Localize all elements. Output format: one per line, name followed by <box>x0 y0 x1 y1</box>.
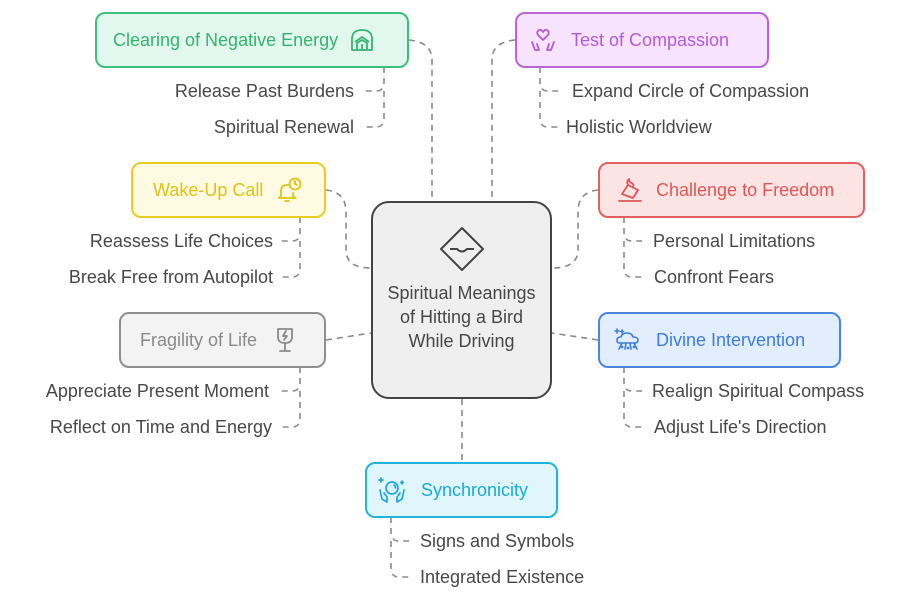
connector-freedom-children <box>623 217 642 278</box>
leaf-break-free-from-autopilot: Break Free from Autopilot <box>68 267 273 287</box>
branch-clearing-of-negative-energy[interactable]: Clearing of Negative Energy <box>95 12 409 68</box>
branch-label: Test of Compassion <box>571 29 730 50</box>
connector-clearing <box>408 39 433 201</box>
central-topic-title: Spiritual Meanings of Hitting a Bird Whi… <box>387 283 536 351</box>
branch-label: Clearing of Negative Energy <box>113 29 339 50</box>
connector-fragility <box>325 332 372 341</box>
branch-label: Challenge to Freedom <box>656 179 835 200</box>
leaf-signs-and-symbols: Signs and Symbols <box>420 531 575 551</box>
branch-label: Divine Intervention <box>656 329 806 350</box>
fragile-glass-icon <box>271 326 299 354</box>
branch-test-of-compassion[interactable]: Test of Compassion <box>515 12 769 68</box>
crystal-ball-hands-icon <box>378 476 406 504</box>
branch-challenge-to-freedom[interactable]: Challenge to Freedom <box>598 162 865 218</box>
connector-wakeup <box>325 189 372 269</box>
connector-divine <box>551 332 599 341</box>
branch-label: Synchronicity <box>421 479 529 500</box>
connector-compassion <box>491 39 516 201</box>
branch-label: Fragility of Life <box>140 329 258 350</box>
branch-wake-up-call[interactable]: Wake-Up Call <box>131 162 326 218</box>
leaf-personal-limitations: Personal Limitations <box>653 231 816 251</box>
sparkle-cloud-rain-icon <box>614 326 642 354</box>
leaf-reflect-on-time-and-energy: Reflect on Time and Energy <box>49 417 272 437</box>
central-topic-node[interactable]: Spiritual Meanings of Hitting a Bird Whi… <box>371 201 552 399</box>
bell-clock-icon <box>275 176 303 204</box>
connector-divine-children <box>623 367 642 428</box>
leaf-realign-spiritual-compass: Realign Spiritual Compass <box>652 381 865 401</box>
leaf-confront-fears: Confront Fears <box>654 267 775 287</box>
leaf-appreciate-present-moment: Appreciate Present Moment <box>45 381 269 401</box>
connector-fragility-children <box>281 367 301 428</box>
connector-compassion-children <box>539 67 558 128</box>
leaf-integrated-existence: Integrated Existence <box>420 567 585 587</box>
leaf-reassess-life-choices: Reassess Life Choices <box>89 231 273 251</box>
branch-synchronicity[interactable]: Synchronicity <box>365 462 558 518</box>
leaf-expand-circle-of-compassion: Expand Circle of Compassion <box>572 81 810 101</box>
branch-divine-intervention[interactable]: Divine Intervention <box>598 312 841 368</box>
shield-helmet-icon <box>348 26 376 54</box>
leaf-release-past-burdens: Release Past Burdens <box>174 81 354 101</box>
leaf-adjust-lifes-direction: Adjust Life's Direction <box>654 417 827 437</box>
branch-fragility-of-life[interactable]: Fragility of Life <box>119 312 326 368</box>
connector-synchronicity-children <box>390 517 409 578</box>
heart-hands-icon <box>529 26 557 54</box>
road-sign-diamond-icon <box>438 225 486 273</box>
leaf-spiritual-renewal: Spiritual Renewal <box>213 117 354 137</box>
connector-freedom <box>551 189 599 269</box>
connector-clearing-children <box>365 67 385 128</box>
leaf-holistic-worldview: Holistic Worldview <box>566 117 712 137</box>
branch-label: Wake-Up Call <box>153 179 264 200</box>
connector-wakeup-children <box>281 217 301 278</box>
burning-paper-icon <box>616 176 644 204</box>
